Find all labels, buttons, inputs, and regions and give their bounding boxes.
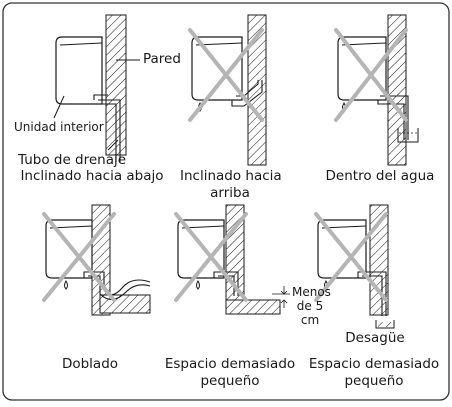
floor	[225, 299, 281, 315]
caption-panel-6-line2: pequeño	[344, 373, 404, 389]
panel-1-sloping-down	[53, 14, 140, 162]
panel-4-bent	[42, 204, 151, 316]
gap-label-line1: Menos	[292, 285, 331, 299]
indoor-unit	[45, 219, 93, 279]
indoor-unit	[337, 36, 387, 101]
wall	[387, 14, 407, 166]
drain-hose-label: Tubo de drenaje	[18, 152, 127, 168]
gap-label-line2: de 5	[296, 299, 324, 313]
panel-6-gap-too-small-drain	[314, 204, 395, 329]
caption-panel-1: Inclinado hacia abajo	[20, 168, 164, 184]
caption-panel-4: Doblado	[61, 356, 119, 372]
drain-label: Desagüe	[345, 330, 405, 346]
floor	[99, 294, 151, 314]
outer-frame	[2, 2, 450, 401]
caption-panel-5-line1: Espacio demasiado	[164, 356, 296, 372]
caption-panel-2-line1: Inclinado hacia	[180, 168, 282, 184]
caption-panel-5-line2: pequeño	[200, 373, 260, 389]
panel-2-sloping-up	[188, 14, 267, 166]
gap-label-line3: cm	[300, 313, 320, 327]
wall	[247, 14, 267, 166]
indoor-unit	[191, 36, 243, 101]
caption-panel-2-line2: arriba	[210, 185, 250, 201]
caption-panel-3: Dentro del agua	[325, 168, 435, 184]
caption-panel-6-line1: Espacio demasiado	[308, 356, 440, 372]
panel-5-gap-too-small	[174, 204, 290, 315]
indoor-unit-label: Unidad interior	[14, 120, 104, 134]
wall-label: Pared	[143, 51, 181, 67]
indoor-unit	[177, 219, 225, 279]
indoor-unit	[55, 36, 103, 105]
panel-3-in-water	[334, 14, 419, 166]
